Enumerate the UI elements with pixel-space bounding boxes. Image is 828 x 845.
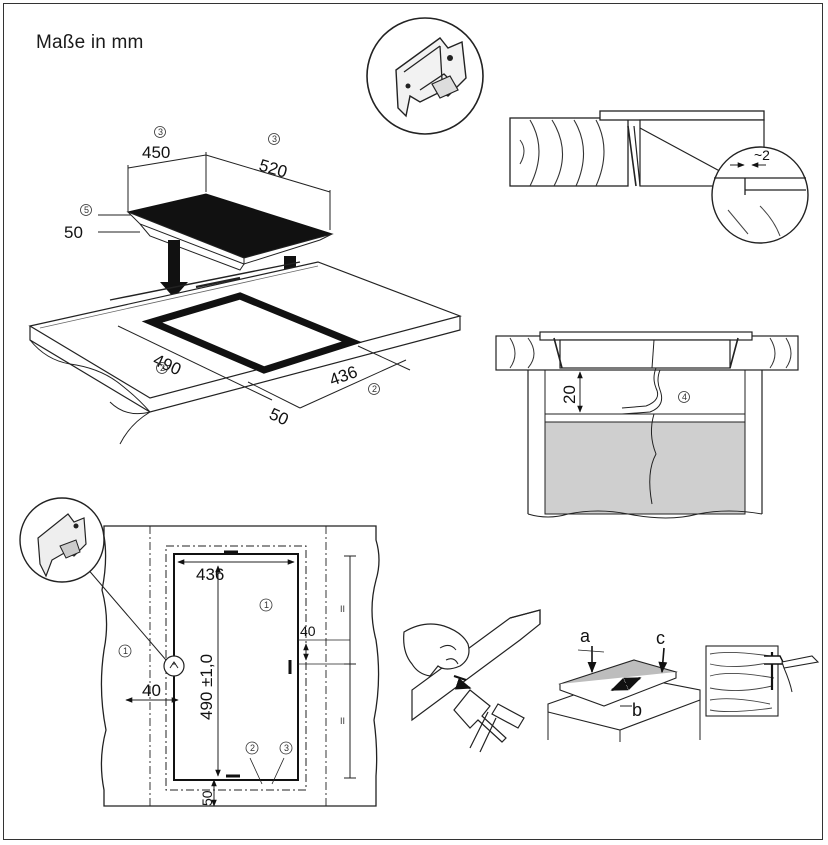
clip-offset-dimension: 40 xyxy=(300,623,316,639)
top-view-ref-3: 3 xyxy=(284,743,289,753)
tick-mark-2: II xyxy=(340,716,345,726)
label-b: b xyxy=(632,700,642,720)
hob-isometric-view xyxy=(28,152,462,445)
side-offset-dimension: 40 xyxy=(142,681,161,700)
top-view-ref-1b: 1 xyxy=(123,646,128,656)
ref-circle-icon xyxy=(259,598,273,612)
cable-ref: 4 xyxy=(682,392,687,402)
hob-width-dimension: 520 xyxy=(257,156,290,182)
placement-step-illustration xyxy=(547,646,701,742)
cabinet-section-view xyxy=(495,331,799,519)
top-view-ref-1a: 1 xyxy=(264,600,269,610)
ref-circle-icon xyxy=(245,741,259,755)
top-view-width-dimension: 436 xyxy=(196,565,224,584)
page-title: Maße in mm xyxy=(36,32,144,53)
hob-depth-dimension: 450 xyxy=(142,143,170,162)
hob-height-dimension: 50 xyxy=(64,223,83,242)
mounting-clip-detail-icon xyxy=(366,17,484,135)
cutout-width-ref: 2 xyxy=(372,384,377,394)
ref-circle-icon xyxy=(368,383,380,395)
hammer-step-illustration xyxy=(403,609,541,753)
hob-depth-ref: 3 xyxy=(158,127,163,137)
gap-dimension-label: ~2 xyxy=(754,147,770,163)
top-view-length-dimension: 490 ±1,0 xyxy=(197,654,216,720)
top-view-ref-2: 2 xyxy=(250,743,255,753)
ref-circle-icon xyxy=(279,741,293,755)
ref-circle-icon xyxy=(118,644,132,658)
ref-circle-icon xyxy=(80,204,92,216)
label-a: a xyxy=(580,626,591,646)
worktop-section-detail: ~2 xyxy=(509,110,809,244)
clearance-dimension: 20 xyxy=(560,385,579,404)
hob-height-ref: 5 xyxy=(84,205,89,215)
cutout-width-dimension: 436 xyxy=(327,362,360,390)
ref-circle-icon xyxy=(154,126,166,138)
label-c: c xyxy=(656,628,665,648)
cutout-length-ref: 2 xyxy=(160,363,165,373)
ref-circle-icon xyxy=(156,362,168,374)
ref-circle-icon xyxy=(268,133,280,145)
cutout-edge-dimension: 50 xyxy=(266,404,291,429)
ref-circle-icon xyxy=(678,391,690,403)
hob-width-ref: 3 xyxy=(272,134,277,144)
cutout-top-view xyxy=(79,525,380,807)
tick-mark-1: II xyxy=(340,604,345,614)
top-view-clip-detail-icon xyxy=(19,497,105,583)
seal-step-illustration xyxy=(705,645,820,717)
bottom-offset-dimension: 50 xyxy=(199,790,215,806)
